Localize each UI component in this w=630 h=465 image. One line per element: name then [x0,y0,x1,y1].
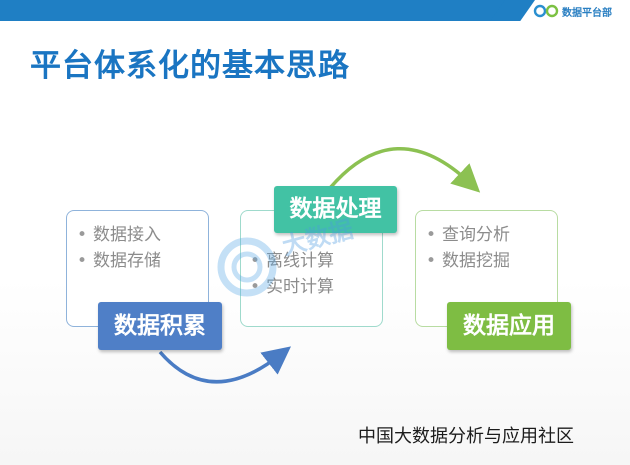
brand-logo: 数据平台部 [533,3,612,19]
list-item: •查询分析 [426,222,510,248]
bullet-icon: • [250,251,261,271]
list-item: •数据存储 [77,248,161,274]
bullet-icon: • [77,251,88,271]
stage-list-process: •离线计算 •实时计算 [250,248,334,300]
stage-list-accumulate: •数据接入 •数据存储 [77,222,161,274]
item-text: 数据存储 [93,251,161,271]
stage-label-accumulate: 数据积累 [98,302,222,350]
header-bar [0,0,520,21]
infinity-logo-icon [533,4,559,18]
item-text: 数据挖掘 [442,251,510,271]
item-text: 查询分析 [442,225,510,245]
list-item: •实时计算 [250,274,334,300]
item-text: 离线计算 [266,251,334,271]
item-text: 数据接入 [93,225,161,245]
arrow-down-curve [158,346,292,384]
bullet-icon: • [250,277,261,297]
list-item: •数据挖掘 [426,248,510,274]
stage-label-apply: 数据应用 [447,302,571,350]
logo-text: 数据平台部 [562,7,612,19]
page-title: 平台体系化的基本思路 [30,48,350,84]
stage-label-process: 数据处理 [274,186,397,233]
bullet-icon: • [77,225,88,245]
footer-caption: 中国大数据分析与应用社区 [358,426,574,447]
list-item: •离线计算 [250,248,334,274]
stage-list-apply: •查询分析 •数据挖掘 [426,222,510,274]
bullet-icon: • [426,225,437,245]
item-text: 实时计算 [266,277,334,297]
bullet-icon: • [426,251,437,271]
list-item: •数据接入 [77,222,161,248]
arrow-up-curve [328,147,481,193]
